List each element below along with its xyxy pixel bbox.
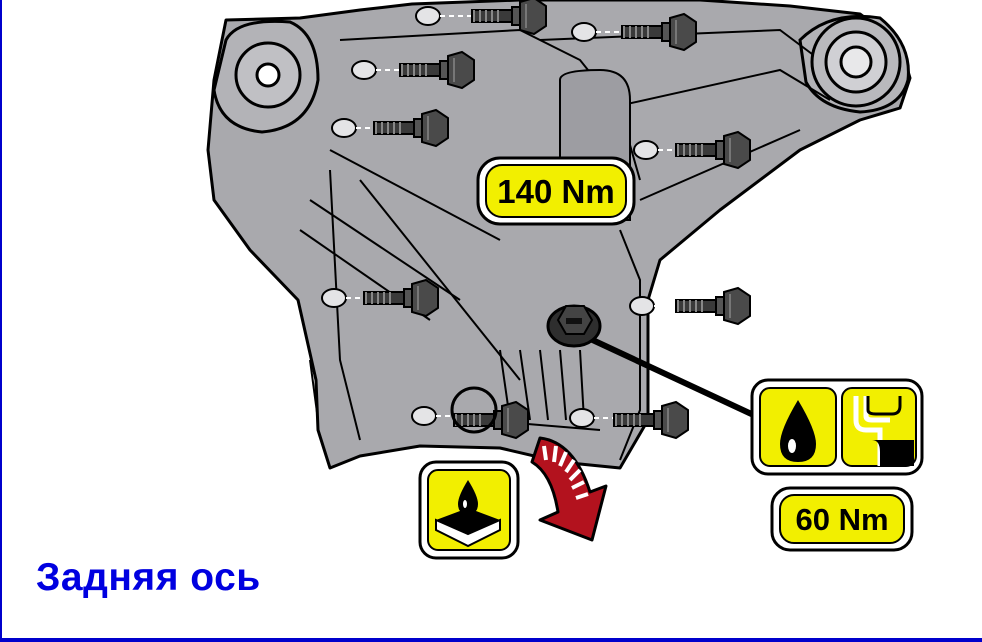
- bolt-4: [331, 109, 449, 147]
- torque-value-140: 140 Nm: [497, 173, 614, 210]
- bolt-5: [633, 131, 751, 169]
- left-mount-bore: [234, 41, 302, 109]
- torque-label-60: 60 Nm: [770, 486, 914, 552]
- torque-label-140: 140 Nm: [476, 156, 636, 226]
- oil-level-check-icon: [750, 378, 924, 476]
- bolt-2: [571, 13, 697, 51]
- figure-caption: Задняя ось: [36, 556, 261, 599]
- bolt-6: [321, 279, 439, 317]
- oil-drain-pan-icon: [418, 460, 520, 560]
- fill-plug: [546, 304, 762, 421]
- bolt-9: [569, 401, 689, 439]
- drain-direction-arrow-icon: [530, 436, 608, 542]
- bolt-1: [415, 0, 547, 35]
- drain-washer-ring: [450, 386, 498, 434]
- torque-value-60: 60 Nm: [795, 502, 888, 537]
- bolt-3: [351, 51, 475, 89]
- bolt-7: [629, 287, 751, 325]
- right-bushing: [810, 16, 902, 108]
